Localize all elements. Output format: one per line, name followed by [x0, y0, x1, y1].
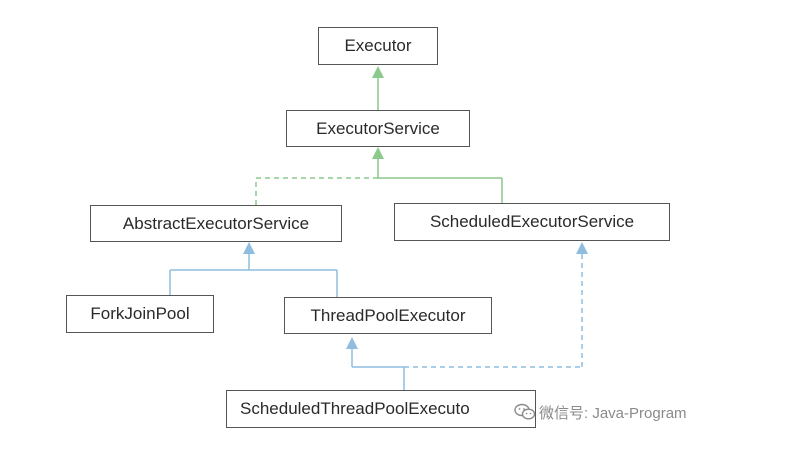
- node-abstractexecutorservice: AbstractExecutorService: [90, 205, 342, 242]
- node-scheduledexecutorservice: ScheduledExecutorService: [394, 203, 670, 241]
- edge-forkjoinpool-to-abstractexecutorservice: [169, 269, 249, 295]
- node-threadpoolexecutor: ThreadPoolExecutor: [284, 297, 492, 334]
- node-forkjoinpool: ForkJoinPool: [66, 295, 214, 333]
- arrowhead: [372, 147, 384, 159]
- watermark-text: 微信号: Java-Program: [539, 404, 687, 422]
- edge-threadpoolexecutor-to-abstractexecutorservice: [243, 242, 338, 297]
- edge-scheduledthreadpoolexecutor-to-scheduledexecutorservice: [404, 242, 588, 368]
- edge-executorservice-to-executor: [372, 66, 384, 110]
- arrowhead: [576, 242, 588, 254]
- node-scheduledthreadpoolexecutor: ScheduledThreadPoolExecuto: [226, 390, 536, 428]
- wechat-icon: [514, 403, 536, 421]
- node-executorservice: ExecutorService: [286, 110, 470, 147]
- arrowhead: [243, 242, 255, 254]
- arrowhead: [372, 66, 384, 78]
- edge-scheduledthreadpoolexecutor-to-threadpoolexecutor: [346, 337, 405, 390]
- watermark: 微信号: Java-Program: [514, 402, 687, 422]
- edge-abstractexecutorservice-to-executorservice: [255, 177, 378, 205]
- node-executor: Executor: [318, 27, 438, 65]
- arrowhead: [346, 337, 358, 349]
- edge-scheduledexecutorservice-to-executorservice: [372, 147, 503, 203]
